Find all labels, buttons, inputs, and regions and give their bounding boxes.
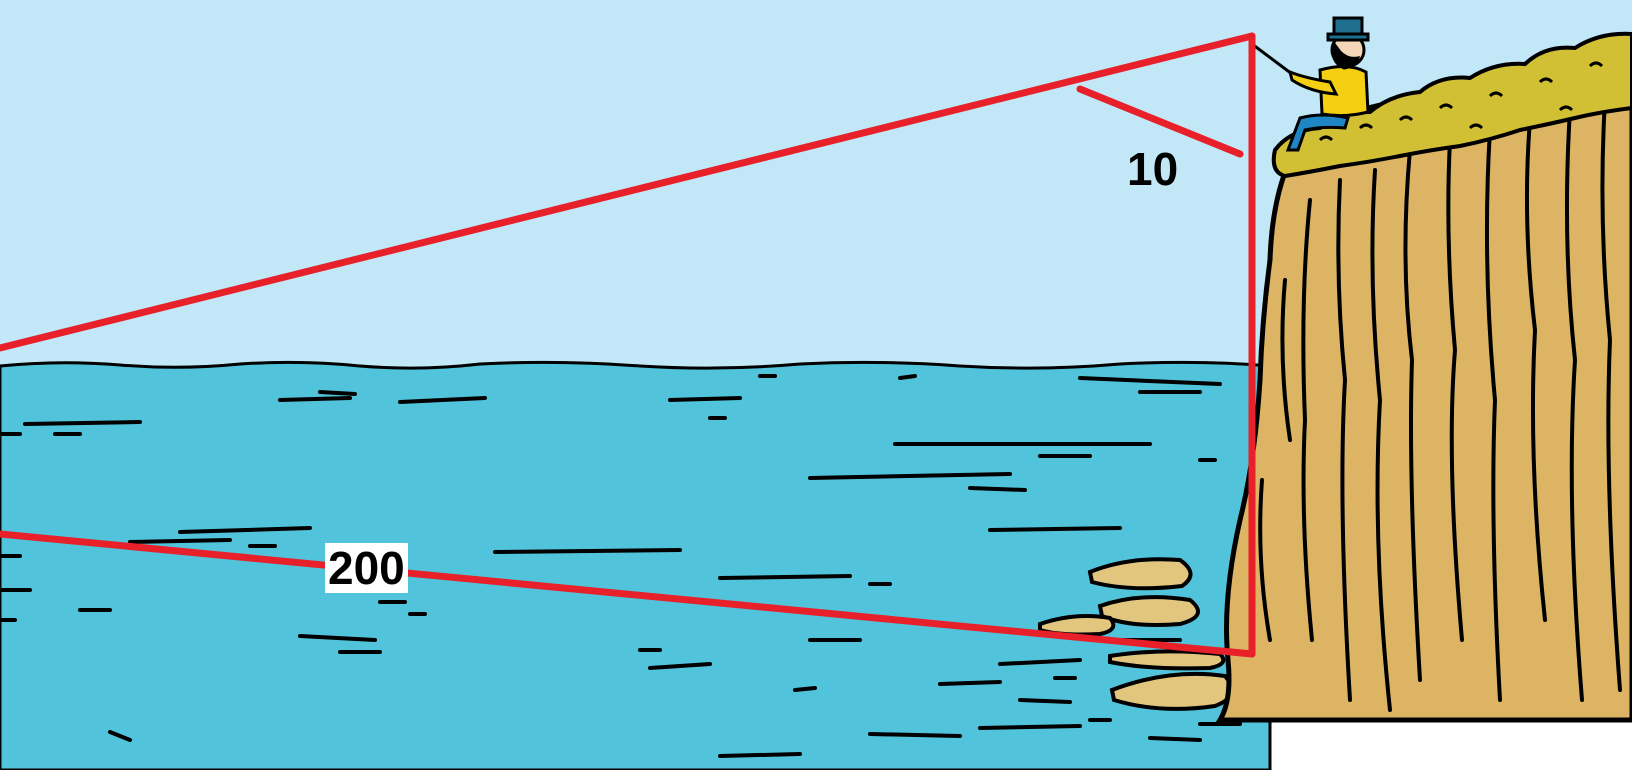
line-of-sight-bottom: [0, 530, 1256, 658]
angle-side-label: 10: [1127, 143, 1179, 195]
fisherman-figure: [1251, 16, 1370, 152]
distance-label: 200: [325, 543, 408, 593]
triangle-lines: [0, 32, 1256, 658]
water-ripples: [0, 374, 1242, 758]
cliff-cracks: [1258, 98, 1622, 712]
grass: [1271, 31, 1632, 179]
angle-marker: [1076, 85, 1244, 158]
line-of-sight-top: [0, 32, 1256, 352]
sea: [0, 360, 1272, 770]
grass-texture: [1318, 61, 1604, 142]
